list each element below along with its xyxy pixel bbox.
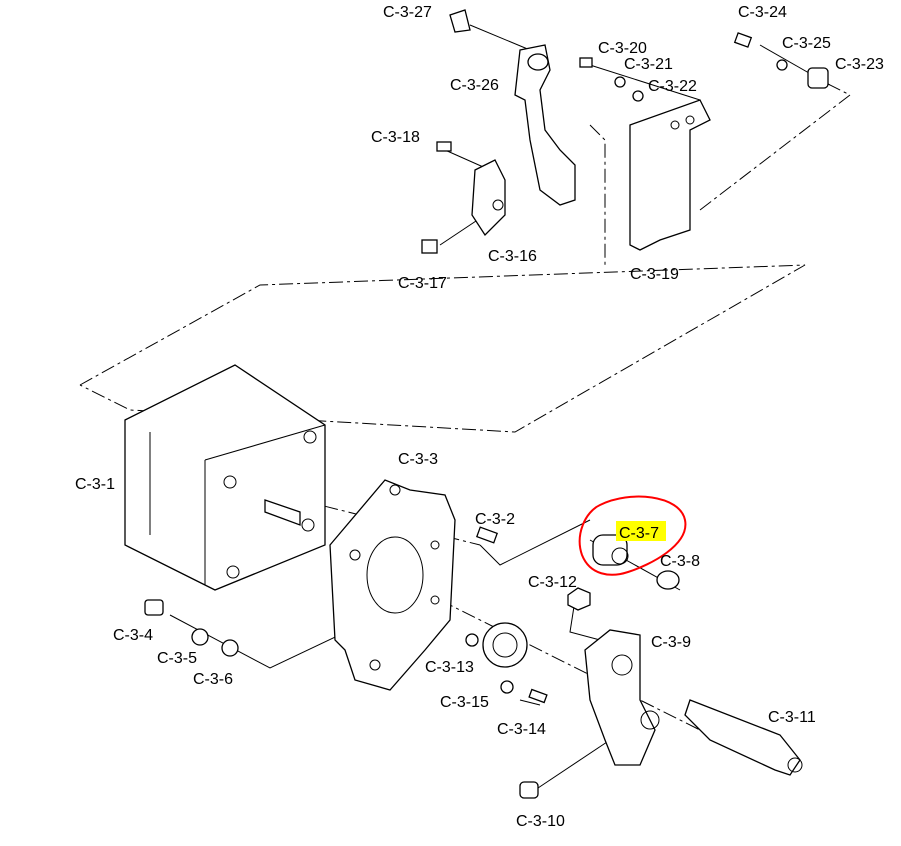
label-c-3-2: C-3-2: [475, 511, 515, 528]
red-circle-marker: [578, 495, 687, 576]
screw-c-3-27: [449, 9, 471, 33]
label-c-3-13: C-3-13: [425, 659, 474, 676]
label-c-3-21: C-3-21: [624, 56, 673, 73]
label-c-3-15: C-3-15: [440, 694, 489, 711]
label-c-3-17: C-3-17: [398, 275, 447, 292]
plate-c-3-3: [329, 479, 456, 691]
part-labels: C-3-27 C-3-24 C-3-20 C-3-25 C-3-21 C-3-2…: [75, 4, 884, 830]
label-c-3-14: C-3-14: [497, 721, 546, 738]
motor-c-3-1: [124, 364, 326, 591]
label-c-3-22: C-3-22: [648, 78, 697, 95]
bracket-c-3-19: [629, 99, 711, 251]
clamp-c-3-9: [584, 629, 656, 766]
label-c-3-3: C-3-3: [398, 451, 438, 468]
lever-c-3-26: [514, 44, 576, 206]
label-c-3-25: C-3-25: [782, 35, 831, 52]
label-c-3-27: C-3-27: [383, 4, 432, 21]
label-c-3-23: C-3-23: [835, 56, 884, 73]
label-c-3-10: C-3-10: [516, 813, 565, 830]
label-c-3-18: C-3-18: [371, 129, 420, 146]
label-highlight: [616, 521, 666, 541]
spacer-c-3-7: [592, 534, 628, 566]
label-c-3-24: C-3-24: [738, 4, 787, 21]
label-c-3-12: C-3-12: [528, 574, 577, 591]
label-c-3-11: C-3-11: [768, 709, 816, 726]
shaft-c-3-11: [684, 699, 801, 776]
block-c-3-16: [471, 159, 506, 237]
label-c-3-19: C-3-19: [630, 266, 679, 283]
label-c-3-26: C-3-26: [450, 77, 499, 94]
label-c-3-5: C-3-5: [157, 650, 197, 667]
upper-bracket-assembly: [421, 9, 829, 254]
label-c-3-16: C-3-16: [488, 248, 537, 265]
label-c-3-7: C-3-7: [619, 525, 659, 542]
label-c-3-8: C-3-8: [660, 553, 700, 570]
label-c-3-6: C-3-6: [193, 671, 233, 688]
lower-small-parts: [144, 526, 803, 799]
label-c-3-20: C-3-20: [598, 40, 647, 57]
highlight-annotation: [578, 495, 687, 576]
label-c-3-9: C-3-9: [651, 634, 691, 651]
label-c-3-1: C-3-1: [75, 476, 115, 493]
assembly-lines: [79, 24, 851, 791]
label-c-3-4: C-3-4: [113, 627, 153, 644]
